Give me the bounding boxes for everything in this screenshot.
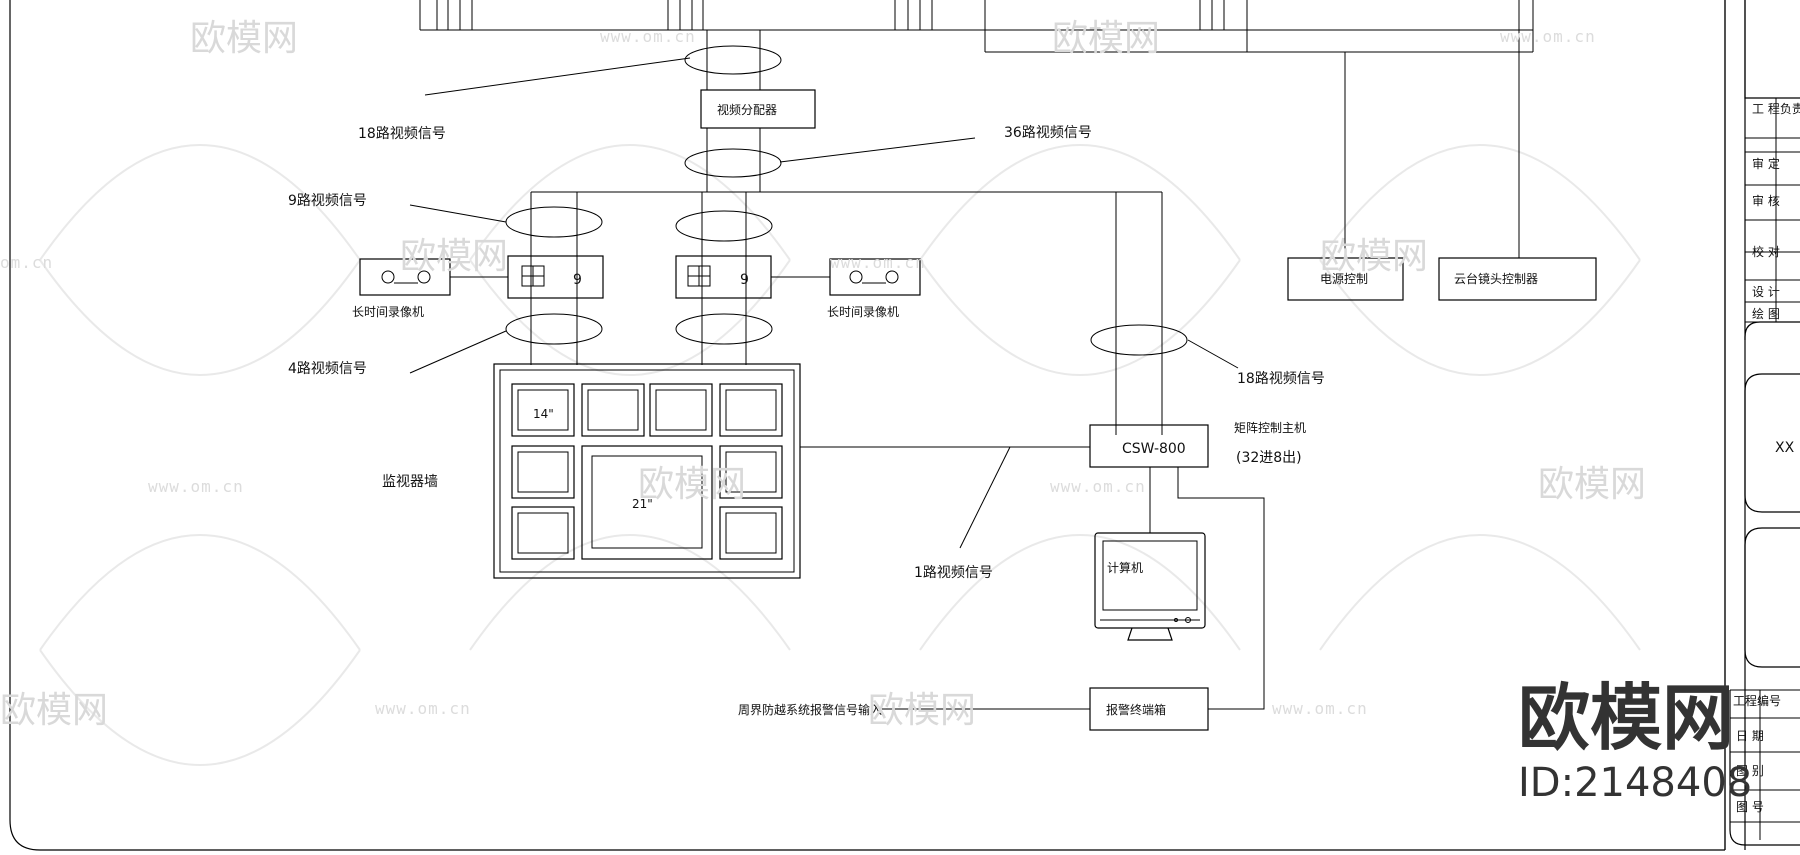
tb-approve: 审 定: [1752, 156, 1780, 171]
wm-brand-8: 欧模网: [868, 690, 976, 731]
vcr-left: [359, 258, 508, 296]
quad-left-label: 9: [573, 272, 582, 288]
wm-url-4: www.om.cn: [830, 253, 926, 272]
monitor-14-f: [719, 445, 783, 499]
csw-800-label: CSW-800: [1122, 441, 1186, 457]
power-ctrl-box: [1287, 257, 1404, 301]
wm-brand-4: 欧模网: [1320, 236, 1428, 277]
monitor-21-size: 21": [632, 497, 653, 511]
wm-url-6: www.om.cn: [1050, 477, 1146, 496]
matrix-io-label: (32进8出): [1236, 450, 1302, 466]
vcr-right: [771, 258, 921, 296]
tb-check: 校 对: [1752, 244, 1780, 259]
wm-url-2: www.om.cn: [1500, 27, 1596, 46]
tb-drawing-no: 图 号: [1736, 800, 1764, 814]
tb-project-no: 工程编号: [1733, 693, 1781, 708]
brand-logo-text: 欧模网: [1518, 676, 1734, 760]
distribution-bus: [530, 191, 1163, 435]
vcr-right-label: 长时间录像机: [827, 305, 899, 319]
bundle-ellipse-9-right: [675, 210, 773, 242]
trunk-lines: [706, 30, 761, 192]
monitor-14-d: [719, 383, 783, 437]
monitor-14-a: [511, 383, 575, 437]
tb-client: XX: [1775, 440, 1795, 456]
watermark-arcs: [39, 144, 1641, 766]
leader-4: [409, 330, 507, 374]
bundle-ellipse-4-left: [505, 313, 603, 345]
label-1: 1路视频信号: [914, 565, 993, 581]
monitor-14-e: [511, 445, 575, 499]
wm-brand-7: 欧模网: [0, 690, 108, 731]
wm-brand-3: 欧模网: [400, 236, 508, 277]
quad-processor-left: 9: [507, 255, 604, 299]
wm-brand-1: 欧模网: [190, 18, 298, 59]
wm-url-8: www.om.cn: [1272, 699, 1368, 718]
quad-processor-right: 9: [675, 255, 772, 299]
bundle-ellipse-18-right: [1090, 324, 1188, 356]
matrix-to-alarm-line: [1177, 467, 1265, 710]
bundle-ellipse-4-right: [675, 313, 773, 345]
leader-36: [779, 137, 976, 163]
leader-9: [409, 204, 507, 223]
power-ctrl-label: 电源控制: [1320, 272, 1368, 286]
tb-date: 日 期: [1736, 729, 1764, 743]
monitor-21: [581, 445, 713, 560]
video-splitter-box: [700, 89, 816, 129]
computer-icon: [1094, 532, 1206, 641]
quad-right-label: 9: [740, 272, 749, 288]
wm-url-1: www.om.cn: [600, 27, 696, 46]
wm-brand-5: 欧模网: [638, 464, 746, 505]
watermark-layer: 欧模网 欧模网 欧模网 欧模网 欧模网 欧模网 欧模网 欧模网 www.om.c…: [0, 18, 1646, 731]
alarm-terminal-label: 报警终端箱: [1106, 702, 1166, 717]
tb-draw: 绘 图: [1752, 306, 1780, 321]
video-splitter-label: 视频分配器: [717, 102, 777, 117]
brand-id-text: ID:2148408: [1518, 760, 1752, 806]
top-bus-grid: [419, 0, 1534, 53]
tb-category: 图 别: [1736, 764, 1764, 778]
wm-url-3: om.cn: [0, 253, 53, 272]
tb-review: 审 核: [1752, 193, 1780, 208]
tb-design: 设 计: [1752, 285, 1780, 299]
monitor-14-c: [649, 383, 713, 437]
bundle-ellipse-36: [684, 148, 782, 178]
bundle-ellipse-18-top: [684, 45, 782, 75]
monitor-wall: 14" 21": [493, 363, 801, 579]
bundle-ellipse-9-left: [505, 206, 603, 238]
label-18-top: 18路视频信号: [358, 126, 446, 142]
monitor-14-size: 14": [533, 407, 554, 421]
wm-url-5: www.om.cn: [148, 477, 244, 496]
label-4: 4路视频信号: [288, 361, 367, 377]
ptz-ctrl-box: [1438, 257, 1597, 301]
leader-1: [959, 446, 1011, 549]
ptz-ctrl-label: 云台镜头控制器: [1454, 271, 1538, 286]
label-9: 9路视频信号: [288, 193, 367, 209]
tb-project: 工 程负责: [1752, 101, 1800, 116]
perimeter-input-label: 周界防越系统报警信号输入: [738, 702, 882, 717]
label-18-right: 18路视频信号: [1237, 371, 1325, 387]
leader-18-right: [1187, 339, 1239, 369]
leader-18-top: [424, 57, 691, 96]
drawing-border-left: [9, 0, 1725, 851]
monitor-wall-label: 监视器墙: [382, 474, 438, 490]
label-36: 36路视频信号: [1004, 125, 1092, 141]
wm-url-7: www.om.cn: [375, 699, 471, 718]
monitor-14-h: [719, 506, 783, 560]
vcr-left-label: 长时间录像机: [352, 305, 424, 319]
wm-brand-6: 欧模网: [1538, 464, 1646, 505]
matrix-host-label: 矩阵控制主机: [1234, 421, 1306, 435]
monitor-14-b: [581, 383, 645, 437]
computer-label: 计算机: [1107, 560, 1143, 575]
wm-brand-2: 欧模网: [1052, 18, 1160, 59]
title-block: [1724, 0, 1800, 850]
monitor-14-g: [511, 506, 575, 560]
csw-800-box: [1089, 424, 1209, 468]
